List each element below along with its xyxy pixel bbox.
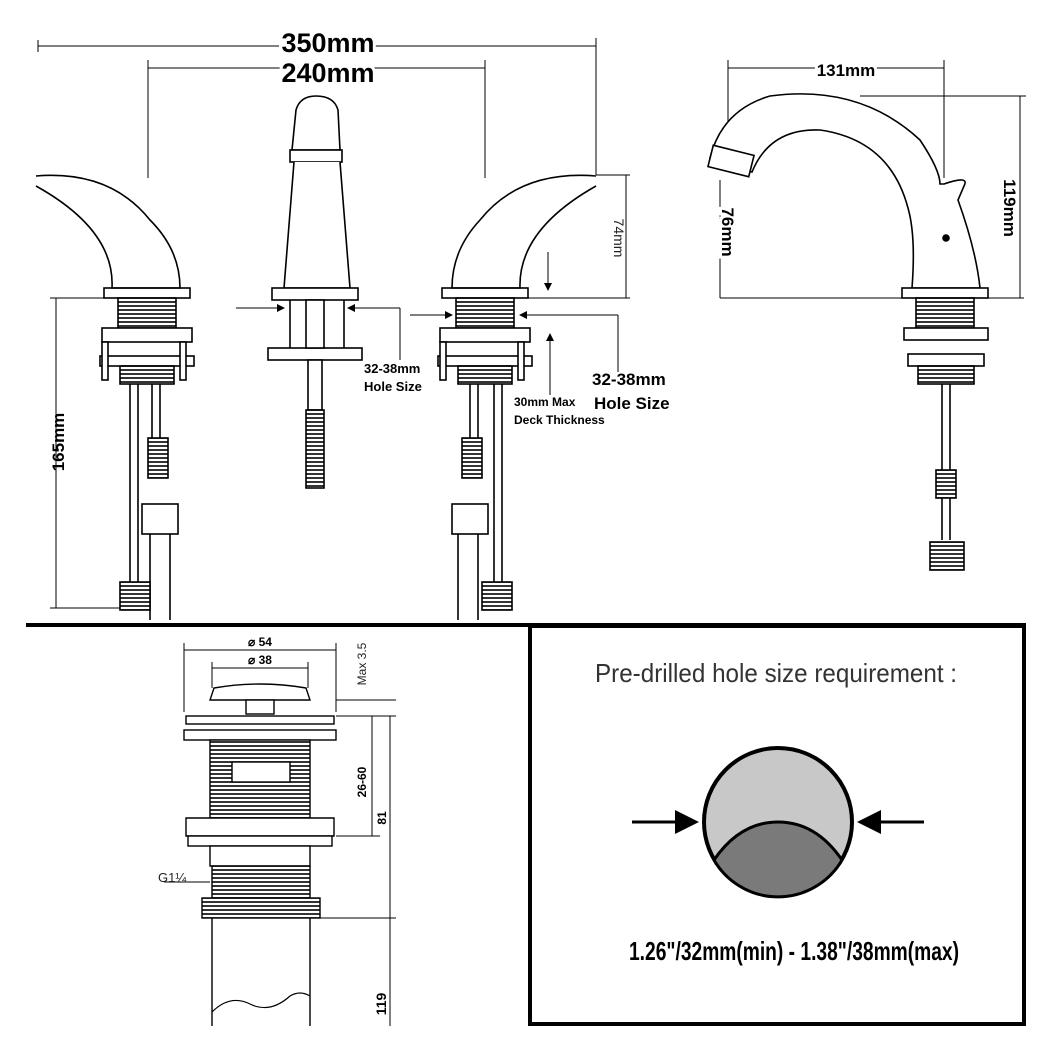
- deck-thickness-line2: Deck Thickness: [514, 413, 605, 427]
- side-view: [706, 60, 1026, 571]
- total-height-label: 165mm: [49, 413, 68, 472]
- drain-view: [164, 643, 396, 1026]
- overall-width-label: 350mm: [281, 28, 374, 58]
- spout-hole-size-line2: Hole Size: [364, 379, 422, 394]
- right-handle: [437, 174, 597, 620]
- hole-requirement-title: Pre-drilled hole size requirement :: [595, 658, 957, 688]
- handle-hole-size-label: 32-38mm Hole Size: [592, 370, 670, 413]
- drain-tail-length: 119: [373, 992, 389, 1015]
- handle-hole-size-line1: 32-38mm: [592, 370, 666, 389]
- front-view: [35, 38, 630, 620]
- section-divider: [26, 623, 1026, 627]
- spout-hole-size-line1: 32-38mm: [364, 361, 420, 376]
- spout-reach-label: 131mm: [817, 61, 876, 80]
- center-spout: [267, 95, 363, 489]
- handle-height-label: 74mm: [611, 219, 627, 258]
- deck-thickness-line1: 30mm Max: [514, 395, 576, 409]
- drain-body-length: 81: [375, 811, 389, 825]
- left-handle: [35, 174, 195, 620]
- hole-size-range: 1.26"/32mm(min) - 1.38"/38mm(max): [629, 936, 959, 966]
- deck-thickness-label: 30mm Max Deck Thickness: [514, 395, 605, 427]
- drain-clamp-range: 26-60: [355, 766, 369, 797]
- drain-inner-diameter: ⌀ 38: [248, 653, 272, 667]
- handle-spacing-label: 240mm: [281, 58, 374, 88]
- spout-hole-size-label: 32-38mm Hole Size: [364, 361, 424, 394]
- outlet-height-label: 76mm: [718, 207, 737, 256]
- spout-height-label: 119mm: [1000, 179, 1019, 237]
- drain-outer-diameter: ⌀ 54: [248, 635, 272, 649]
- hole-requirement-box: [528, 624, 1026, 1026]
- drain-max-height: Max 3.5: [355, 642, 369, 685]
- hole-lower-shade: [712, 820, 844, 899]
- handle-hole-size-line2: Hole Size: [594, 394, 670, 413]
- drain-thread-size: G1¼: [158, 870, 186, 885]
